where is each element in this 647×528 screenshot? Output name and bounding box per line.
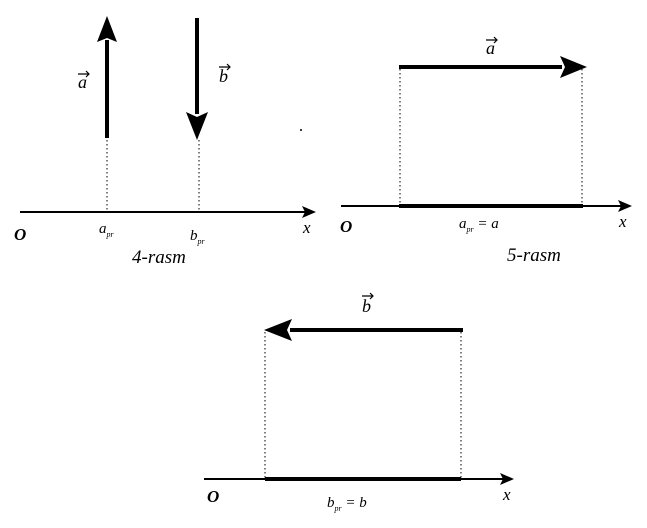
- figure-6-axis-label: x: [502, 485, 511, 504]
- figure-4-caption: 4-rasm: [132, 247, 186, 268]
- figure-5-caption: 5-rasm: [507, 245, 561, 266]
- vector-b-down-arrowhead: [186, 112, 208, 140]
- figure-5: O x a apr = a 5-rasm: [340, 36, 632, 266]
- figure-6-projection-label: bpr = b: [327, 495, 367, 513]
- vector-a-up-arrowhead: [97, 16, 117, 42]
- b-projection-label: bpr: [190, 228, 206, 246]
- figure-4: O x a b apr bpr 4-rasm: [14, 16, 316, 268]
- figure-5-axis-label: x: [618, 212, 627, 231]
- figure-4-x-axis-arrowhead: [302, 206, 316, 218]
- vector-b-left-arrowhead: [264, 319, 292, 341]
- figure-5-x-axis-arrowhead: [618, 200, 632, 212]
- figure-5-vector-a-label: a: [486, 38, 495, 58]
- vector-a-label-arrow: [78, 70, 90, 78]
- figure-6-origin-label: O: [207, 487, 219, 506]
- figure-5-vector-a-label-arrow: [486, 36, 498, 44]
- stray-dot: [300, 129, 302, 131]
- figure-6: O x b bpr = b: [204, 292, 514, 513]
- figure-4-axis-label: x: [302, 218, 311, 237]
- figure-5-origin-label: O: [340, 217, 352, 236]
- figure-6-x-axis-arrowhead: [500, 473, 514, 485]
- vector-b-label: b: [219, 66, 228, 86]
- vector-a-label: a: [78, 72, 87, 92]
- figure-6-vector-b-label-arrow: [362, 292, 374, 300]
- vector-b-label-arrow: [219, 63, 231, 71]
- figure-6-vector-b-label: b: [362, 296, 371, 316]
- figure-4-origin-label: O: [14, 225, 26, 244]
- figure-5-projection-label: apr = a: [459, 216, 499, 234]
- a-projection-label: apr: [99, 221, 115, 239]
- vector-a-right-arrowhead: [560, 56, 587, 78]
